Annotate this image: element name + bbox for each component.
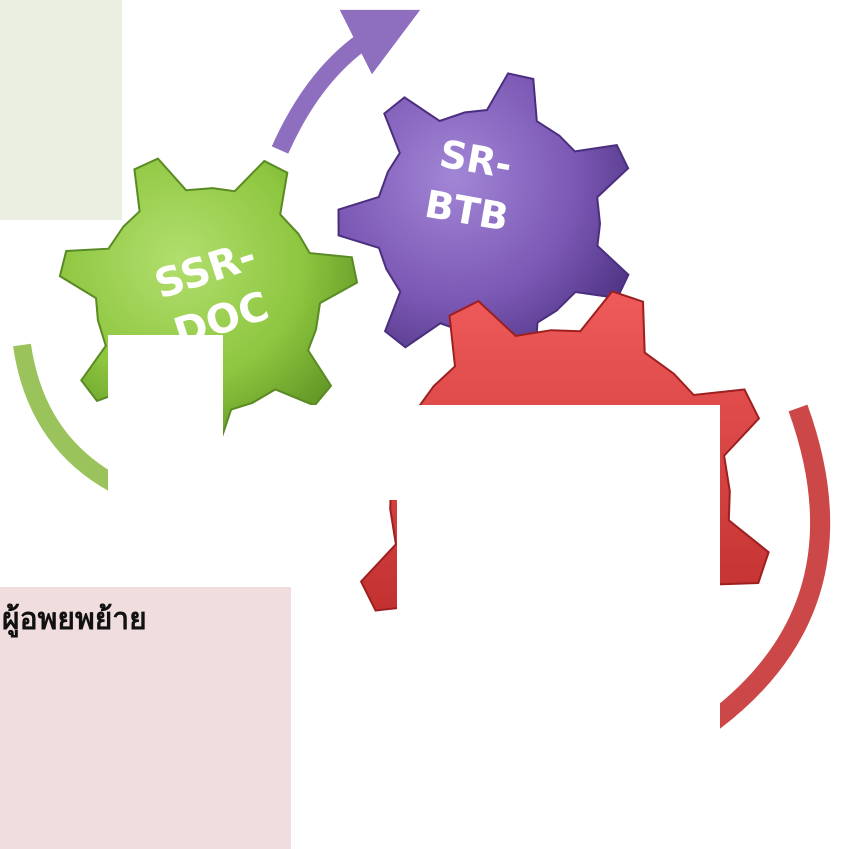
purple-cycle-arrow — [271, 9, 421, 154]
white-cover-purple-corner — [360, 0, 410, 180]
green-background-panel — [0, 0, 122, 220]
pink-text-panel: ผู้อพยพย้าย — [0, 587, 291, 849]
pink-panel-text: ผู้อพยพย้าย — [2, 602, 147, 637]
white-cover-right — [397, 405, 720, 849]
white-cover-left — [108, 335, 223, 587]
